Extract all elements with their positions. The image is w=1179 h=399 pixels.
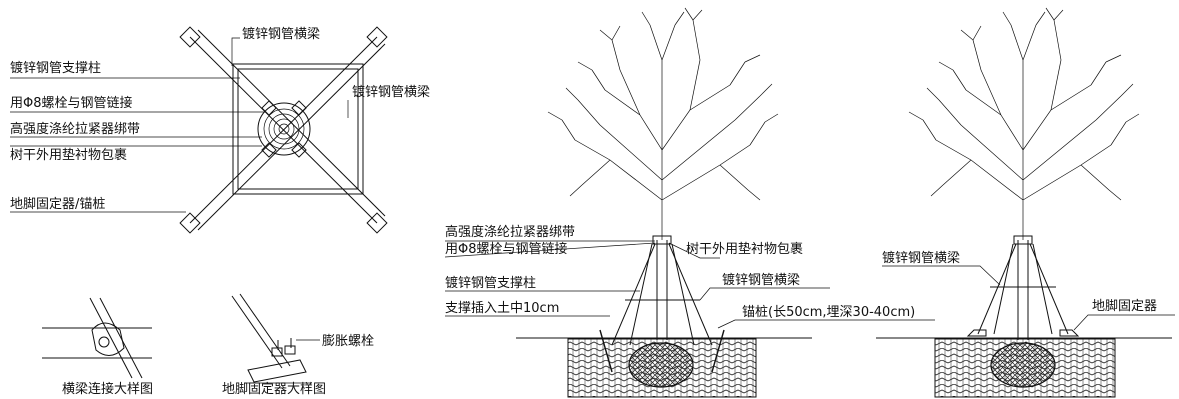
tree-crown-b: [908, 7, 1140, 240]
beam-frame-inner: [237, 68, 359, 190]
label-a-stake: 锚桩(长50cm,埋深30-40cm): [742, 305, 915, 320]
rootball-a: [628, 342, 694, 388]
label-beam-right: 镀锌钢管横梁: [352, 84, 430, 100]
label-a-beam: 镀锌钢管横梁: [722, 272, 800, 288]
label-strap: 高强度涤纶拉紧器绑带: [10, 121, 140, 137]
label-a-insert-depth: 支撑插入土中10cm: [445, 301, 559, 316]
label-bolt-link: 用Φ8螺栓与钢管链接: [10, 95, 133, 111]
plan-view: 镀锌钢管横梁 镀锌钢管支撑柱 用Φ8螺栓与钢管链接 高强度涤纶拉紧器绑带 树干外…: [10, 26, 430, 234]
strap-a: [652, 235, 672, 245]
label-wrap: 树干外用垫衬物包裹: [10, 147, 127, 163]
anchor-plates: [179, 26, 388, 234]
label-a-strap: 高强度涤纶拉紧器绑带: [445, 224, 575, 240]
rootball-b: [990, 342, 1056, 388]
label-b-anchor: 地脚固定器: [1092, 298, 1157, 314]
label-a-wrap: 树干外用垫衬物包裹: [686, 241, 803, 257]
braces-b: [977, 243, 1069, 335]
label-beam-top: 镀锌钢管横梁: [242, 26, 320, 42]
elevation-a: 高强度涤纶拉紧器绑带 用Φ8螺栓与钢管链接 树干外用垫衬物包裹 镀锌钢管支撑柱 …: [444, 7, 935, 398]
plan-leaders: [10, 37, 349, 213]
trunk-section: [257, 100, 311, 158]
stake-a-right: [711, 329, 725, 373]
label-anchor: 地脚固定器/锚桩: [10, 196, 105, 212]
beam-joint-detail: 横梁连接大样图: [42, 297, 153, 397]
elevation-b: 镀锌钢管横梁 地脚固定器: [876, 7, 1175, 398]
tree-crown-a: [547, 7, 779, 240]
stake-a-left: [599, 329, 613, 373]
anchor-detail: 膨胀螺栓 地脚固定器大样图: [222, 293, 374, 397]
label-a-brace-post: 镀锌钢管支撑柱: [445, 275, 536, 291]
braces-a: [611, 243, 713, 346]
label-brace-post: 镀锌钢管支撑柱: [10, 60, 101, 76]
strap-b: [1013, 235, 1033, 245]
diagonal-braces: [189, 29, 386, 231]
beam-frame-outer: [232, 63, 364, 195]
elevation-b-leaders: [882, 265, 1175, 331]
label-a-bolt-link: 用Φ8螺栓与钢管链接: [445, 241, 568, 257]
anchor-feet-b: [966, 329, 1080, 337]
label-expansion-bolt: 膨胀螺栓: [322, 334, 374, 349]
label-beam-joint-title: 横梁连接大样图: [62, 381, 153, 397]
elevation-a-leaders: [444, 240, 935, 329]
label-b-beam: 镀锌钢管横梁: [882, 250, 960, 266]
label-anchor-detail-title: 地脚固定器大样图: [222, 381, 326, 397]
